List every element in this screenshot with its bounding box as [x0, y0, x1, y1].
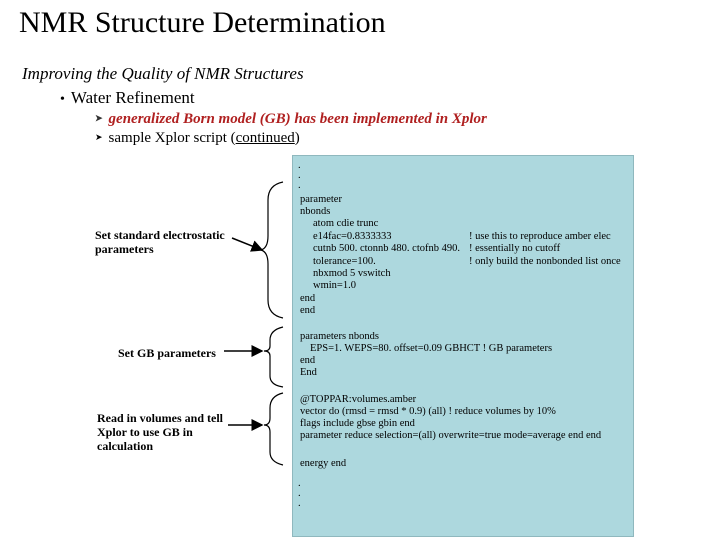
ellipsis-top-1: . [298, 160, 301, 171]
code-line: cutnb 500. ctonnb 480. ctofnb 490. [313, 243, 460, 254]
label-read-volumes: Read in volumes and tell Xplor to use GB… [97, 411, 224, 453]
section-subtitle: Improving the Quality of NMR Structures [22, 64, 304, 83]
brace-2 [263, 326, 284, 388]
sub-item-text-end: ) [294, 130, 300, 146]
arrow-bullet-icon: ➤ [95, 113, 103, 123]
bullet-text: Water Refinement [70, 88, 195, 107]
ellipsis-bottom-2: . [298, 488, 301, 499]
code-line: vector do (rmsd = rmsd * 0.9) (all) ! re… [300, 406, 556, 417]
code-line: end [300, 293, 316, 304]
code-line: parameter reduce selection=(all) overwri… [300, 430, 602, 441]
ellipsis-top-2: . [298, 170, 301, 181]
page-title: NMR Structure Determination [19, 6, 386, 39]
brace-1 [258, 181, 284, 319]
arrow-1 [231, 237, 264, 252]
code-line: nbxmod 5 vswitch [313, 268, 391, 279]
code-line: @TOPPAR:volumes.amber [300, 394, 417, 405]
sub-item-sample-script: ➤ sample Xplor script (continued) [95, 130, 300, 147]
code-comment: ! only build the nonbonded list once [469, 256, 621, 267]
bullet-marker: • [60, 92, 65, 107]
ellipsis-bottom-1: . [298, 478, 301, 489]
code-line: e14fac=0.8333333 [313, 231, 392, 242]
code-line: atom cdie trunc [313, 218, 379, 229]
code-line: end [300, 355, 316, 366]
continued-link[interactable]: continued [235, 130, 295, 146]
code-line: EPS=1. WEPS=80. offset=0.09 GBHCT ! GB p… [310, 343, 553, 354]
label-standard-electrostatic: Set standard electrostatic parameters [95, 228, 225, 256]
sub-item-gb-model: ➤ generalized Born model (GB) has been im… [95, 111, 487, 128]
code-line: parameter [300, 194, 342, 205]
brace-3 [263, 392, 284, 466]
bullet-item: • Water Refinement [60, 88, 195, 108]
code-line: energy end [300, 458, 347, 469]
code-line: tolerance=100. [313, 256, 376, 267]
code-line: wmin=1.0 [313, 280, 356, 291]
code-line: end [300, 305, 316, 316]
xplor-script-box: . . . parameter nbonds atom cdie trunc e… [292, 155, 634, 537]
code-line: End [300, 367, 317, 378]
ellipsis-bottom-3: . [298, 498, 301, 509]
code-comment: ! use this to reproduce amber elec [469, 231, 611, 242]
arrow-bullet-icon: ➤ [95, 132, 103, 142]
code-comment: ! essentially no cutoff [469, 243, 561, 254]
label-gb-parameters: Set GB parameters [118, 346, 216, 360]
sub-item-text: sample Xplor script ( [108, 130, 236, 146]
code-line: nbonds [300, 206, 331, 217]
sub-item-text: generalized Born model (GB) has been imp… [108, 111, 487, 127]
ellipsis-top-3: . [298, 180, 301, 191]
code-line: flags include gbse gbin end [300, 418, 415, 429]
code-line: parameters nbonds [300, 331, 380, 342]
